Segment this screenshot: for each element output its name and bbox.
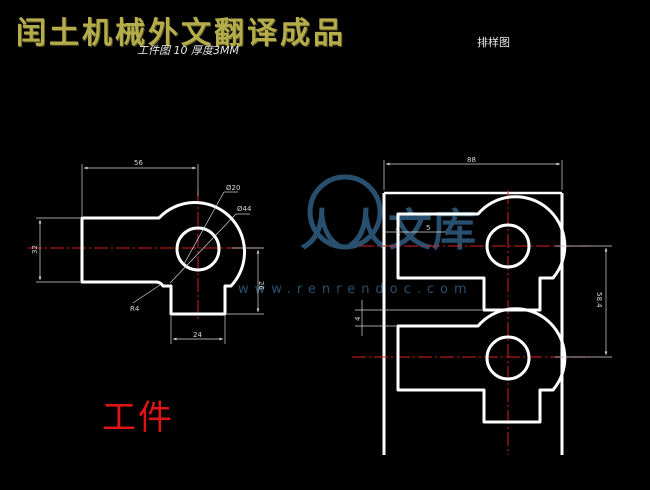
dim-label-5: 5 bbox=[426, 224, 430, 232]
leader-dia-20 bbox=[183, 191, 225, 265]
watermark-ring bbox=[307, 174, 383, 250]
dim-label-88: 88 bbox=[467, 156, 476, 164]
dim-label-r4: R4 bbox=[130, 305, 140, 313]
dim-label-24: 24 bbox=[193, 331, 202, 339]
strip-part-1-bore bbox=[485, 223, 531, 269]
dim-label-dia-20: Ø20 bbox=[226, 184, 240, 192]
leader-dia-44 bbox=[169, 213, 237, 284]
workpiece-label: 工件 bbox=[102, 398, 174, 438]
strip-part-2-outline bbox=[396, 307, 567, 424]
workpiece-part: 56 32 Ø20 Ø44 R4 26 bbox=[28, 159, 265, 344]
dim-label-4: 4 bbox=[354, 316, 362, 321]
dim-label-26: 26 bbox=[257, 281, 265, 290]
watermark-url: www.renrendoc.com bbox=[238, 282, 473, 297]
strip-part-2-bore bbox=[485, 335, 531, 381]
layout-drawing-title: 排样图 bbox=[477, 36, 510, 49]
workpiece-drawing-title: 工件图 10 厚度3MM bbox=[137, 44, 239, 57]
strip-part-1-outline bbox=[396, 195, 567, 312]
workpiece-bore bbox=[175, 226, 221, 272]
strip-layout: 88 5 4 58.4 bbox=[352, 156, 612, 455]
dim-label-dia-44: Ø44 bbox=[237, 205, 252, 213]
dim-label-56: 56 bbox=[134, 159, 143, 167]
banner-title: 闰土机械外文翻译成品 bbox=[16, 16, 346, 51]
dim-label-32: 32 bbox=[31, 245, 39, 254]
dim-label-584: 58.4 bbox=[595, 292, 603, 308]
leader-r4 bbox=[132, 284, 161, 304]
workpiece-outline bbox=[80, 200, 246, 316]
